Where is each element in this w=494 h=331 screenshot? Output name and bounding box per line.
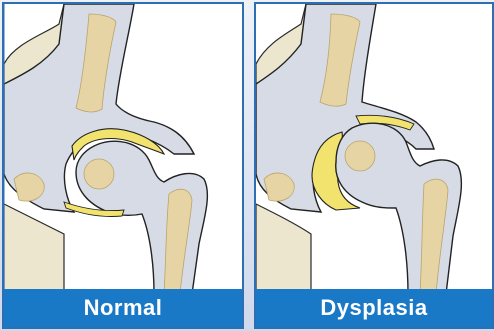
dysplasia-caption: Dysplasia <box>256 289 492 327</box>
lower-soft-tissue <box>256 204 311 294</box>
femoral-head-marrow <box>84 159 114 189</box>
dysplasia-hip-panel: Dysplasia <box>254 2 494 329</box>
normal-hip-panel: Normal <box>2 2 244 329</box>
dysplasia-hip-illustration <box>256 4 492 327</box>
femoral-head-marrow <box>345 141 375 171</box>
pelvis-lower-marrow <box>264 173 294 201</box>
normal-hip-illustration <box>4 4 242 327</box>
lower-soft-tissue <box>4 204 64 294</box>
pelvis-lower-marrow <box>14 173 44 201</box>
normal-caption: Normal <box>4 289 242 327</box>
